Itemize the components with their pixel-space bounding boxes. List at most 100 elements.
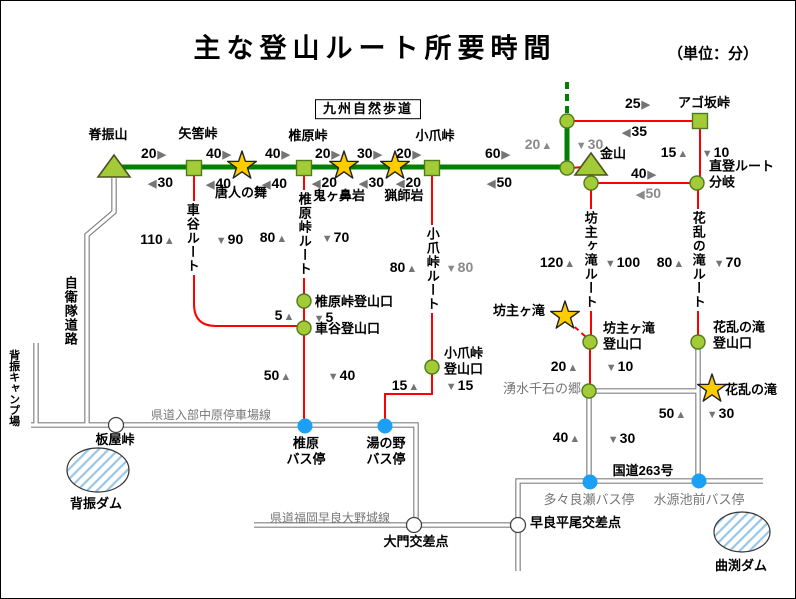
down-arrow-icon: ▼ [575,140,587,152]
right-arrow-icon: ▶ [641,99,651,111]
sawara-hirao-kosaten-label: 早良平尾交差点 [530,515,622,531]
ryoshi-iwa-star [380,150,410,179]
karannotaki-tozanguchi-label: 花乱の滝 登山口 [713,319,766,350]
kyushu-nature-trail-label: 九州自然歩道 [314,99,422,119]
up-arrow-icon: ▲ [406,263,418,275]
kurumatani-tozanguchi-label: 車谷登山口 [315,321,381,337]
left-arrow-icon: ◀ [358,178,368,190]
bozugataki-route-label: 坊主ヶ滝ルート [582,209,598,311]
left-arrow-icon: ◀ [486,178,496,190]
kurumatani-route-line [193,175,304,327]
time-50min-up: 50▲ [263,367,292,383]
kurumatani-tozanguchi-node [296,320,312,336]
left-arrow-icon: ◀ [147,178,157,190]
up-arrow-icon: ▲ [564,258,576,270]
tataragase-busstop-label: 多々良瀬バス停 [543,492,635,508]
magarifuchi-dam [713,511,771,553]
daimon-kosaten-label: 大門交差点 [383,534,449,550]
time-110min-up: 110▲ [140,231,175,247]
down-arrow-icon: ▼ [313,313,325,325]
left-arrow-icon: ◀ [395,178,405,190]
shiibaru-toge-label: 椎原峠 [288,128,328,144]
kanayama-label: 金山 [600,146,627,162]
time-20min-up: 20▲ [524,136,553,152]
time-40min-down: ▼40 [327,367,356,383]
up-arrow-icon: ▲ [675,409,687,421]
jieitai-road-line [85,178,116,425]
left-arrow-icon: ◀ [635,189,645,201]
kozume-toge-label: 小爪峠 [415,128,455,144]
time-35min-left: ◀35 [621,123,648,139]
magarifuchi-dam-label: 曲渕ダム [714,558,768,574]
time-20min-right: 20▶ [395,145,422,161]
time-30min-left: ◀30 [147,174,174,190]
down-arrow-icon: ▼ [604,258,616,270]
time-50min-up: 50▲ [658,405,687,421]
time-20min-right: 20▶ [314,145,341,161]
time-5min-down: ▼5 [313,309,334,325]
shiibaru-toge-node [295,159,313,177]
right-arrow-icon: ▶ [501,149,511,161]
time-5min-up: 5▲ [274,307,295,323]
time-80min-down: ▼80 [445,259,474,275]
kozume-toge-node [423,159,441,177]
page-title: 主な登山ルート所要時間 [193,33,557,64]
up-arrow-icon: ▲ [280,371,292,383]
route263-label: 国道263号 [612,463,674,479]
yunono-busstop-label: 湯の野 バス停 [366,435,406,466]
shiibaru-toge-tozanguchi-node [296,293,312,309]
time-30min-down: ▼30 [607,430,636,446]
down-arrow-icon: ▼ [713,258,725,270]
shiibaru-toge-route-label: 椎原峠ルート [296,190,312,278]
suigenchimae-busstop-label: 水源池前バス停 [653,492,745,508]
time-40min-right: 40▶ [630,165,657,181]
down-arrow-icon: ▼ [605,362,617,374]
shiibaru-toge-tozanguchi-label: 椎原峠登山口 [315,294,394,310]
toujin-no-mai-star [226,150,258,179]
down-arrow-icon: ▼ [445,381,457,393]
down-arrow-icon: ▼ [327,371,339,383]
time-10min-down: ▼10 [605,358,634,374]
yahazu-toge-node [185,159,203,177]
time-30min-left: ◀30 [358,174,385,190]
time-50min-left: ◀50 [486,174,513,190]
time-70min-down: ▼70 [713,254,742,270]
time-30min-right: 30▶ [356,145,383,161]
time-15min-up: 15▲ [660,144,689,160]
time-15min-up: 15▲ [391,377,420,393]
time-40min-left: ◀40 [205,175,232,191]
chokuto-route-bunki-label: 直登ルート 分岐 [709,158,775,189]
kozume-toge-tozanguchi-node [424,359,440,375]
kanayama-south-junction [583,175,599,191]
yahazu-toge-label: 矢筈峠 [178,126,218,142]
time-60min-right: 60▶ [484,145,511,161]
toujin-no-mai-label: 唐人の舞 [214,185,268,201]
kozume-toge-tozanguchi-label: 小爪峠 登山口 [444,345,484,376]
ryoshi-iwa-label: 猟師岩 [384,188,424,204]
bozugataki-star [550,300,580,329]
itaya-toge-label: 板屋峠 [95,432,135,448]
daimon-kosaten-node [405,516,423,534]
time-80min-up: 80▲ [656,254,685,270]
time-40min-right: 40▶ [205,145,232,161]
kendo-fukuoka-sawara-label: 県道福岡早良大野城線 [269,510,391,525]
time-20min-right: 20▶ [140,145,167,161]
time-70min-down: ▼70 [321,229,350,245]
down-arrow-icon: ▼ [607,434,619,446]
time-80min-up: 80▲ [259,229,288,245]
time-40min-right: 40▶ [264,145,291,161]
right-arrow-icon: ▶ [647,169,657,181]
onigahana-iwa-label: 鬼ヶ鼻岩 [312,188,366,204]
up-arrow-icon: ▲ [276,233,288,245]
kozume-toge-route-label: 小爪峠ルート [424,225,440,313]
karannotaki-route-label: 花乱の滝ルート [690,209,706,311]
time-80min-up: 80▲ [389,259,418,275]
unit-note: （単位：分） [667,45,759,63]
kurumatani-route-label: 車谷ルート [184,201,200,275]
kendo-irube-nakabaru-label: 県道入部中原停車場線 [150,407,272,422]
kanayama-peak [573,151,609,176]
sawara-hirao-kosaten-node [509,516,527,534]
yusui-sengoku-node [581,383,597,399]
